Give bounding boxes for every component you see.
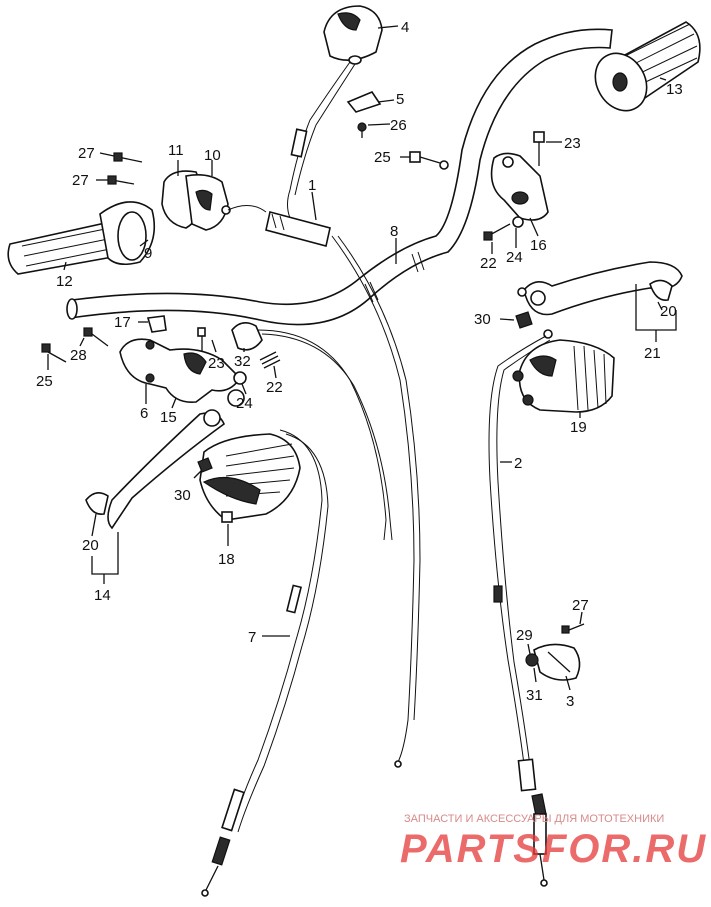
left-grip — [7, 201, 156, 275]
watermark: ЗАПЧАСТИ И АКСЕССУАРЫ ДЛЯ МОТОТЕХНИКИ PA… — [400, 813, 707, 871]
callout-28: 28 — [70, 347, 87, 364]
watermark-logo: PARTSFOR.RU — [400, 827, 707, 871]
bolt-25-lower — [41, 343, 67, 363]
screw-26 — [357, 122, 367, 138]
switch-wiring — [257, 329, 387, 541]
callout-30-lower: 30 — [174, 487, 191, 504]
callout-24-top: 24 — [506, 249, 523, 266]
callout-21: 21 — [644, 345, 661, 362]
right-grip — [594, 21, 701, 112]
callout-27-lower: 27 — [72, 172, 89, 189]
callout-30-upper: 30 — [474, 311, 491, 328]
left-switch-assembly — [199, 433, 301, 523]
cable-clip — [346, 91, 382, 113]
callout-11: 11 — [168, 142, 184, 159]
cap-17 — [146, 315, 167, 333]
watermark-tagline: ЗАПЧАСТИ И АКСЕССУАРЫ ДЛЯ МОТОТЕХНИКИ — [404, 813, 664, 825]
nut-24-lower — [233, 371, 247, 385]
clutch-lever — [107, 409, 225, 530]
throttle-tube — [265, 211, 331, 247]
callout-25-top: 25 — [374, 149, 391, 166]
nut-24-top — [512, 216, 524, 228]
callout-27-upper: 27 — [78, 145, 95, 162]
leader-lines — [47, 25, 677, 691]
nut-30-lower — [197, 457, 213, 473]
callout-22-top: 22 — [480, 255, 497, 272]
switch-housing-left — [161, 170, 231, 231]
callout-6: 6 — [140, 405, 148, 422]
callout-2: 2 — [514, 455, 522, 472]
brake-light-switch — [525, 643, 581, 681]
callout-26: 26 — [390, 117, 407, 134]
bolt-23-top — [533, 131, 545, 166]
lever-cover-20-upper — [649, 279, 673, 301]
callout-23-top: 23 — [564, 135, 581, 152]
speedometer-cable — [331, 235, 415, 763]
callout-23-lower: 23 — [208, 355, 225, 372]
callout-14: 14 — [94, 587, 111, 604]
callout-15: 15 — [160, 409, 177, 426]
lever-cover-20-lower — [85, 492, 109, 516]
front-brake-master-bracket — [490, 152, 549, 221]
callout-22-lower: 22 — [266, 379, 283, 396]
callout-9: 9 — [144, 245, 152, 262]
brake-cable — [488, 335, 547, 781]
bolt-28 — [83, 327, 109, 347]
callout-27-bottom: 27 — [572, 597, 589, 614]
bolt-25-top — [409, 151, 449, 170]
callout-25-lower: 25 — [36, 373, 53, 390]
handlebar — [66, 28, 613, 326]
screw-23-lower — [197, 327, 206, 352]
clutch-cable — [231, 429, 323, 831]
callout-7: 7 — [248, 629, 256, 646]
callout-4: 4 — [401, 19, 409, 36]
bolt-22-top — [483, 223, 511, 241]
right-switch-assembly — [512, 339, 615, 413]
front-brake-lever — [517, 261, 683, 316]
callout-3: 3 — [566, 693, 574, 710]
clamp-32 — [231, 322, 263, 351]
callout-labels: 4 5 26 13 23 25 27 27 11 10 1 8 9 12 22 … — [36, 19, 683, 710]
callout-29: 29 — [516, 627, 533, 644]
nut-30-upper — [515, 311, 533, 329]
callout-31: 31 — [526, 687, 543, 704]
callout-8: 8 — [390, 223, 398, 240]
callout-17: 17 — [114, 314, 131, 331]
screw-27-upper — [113, 152, 143, 163]
callout-24-lower: 24 — [236, 395, 253, 412]
spring-22-lower — [259, 351, 281, 369]
callout-20-upper: 20 — [660, 303, 677, 320]
callout-13: 13 — [666, 81, 683, 98]
callout-20-lower: 20 — [82, 537, 99, 554]
callout-32: 32 — [234, 353, 251, 370]
screw-27-bottom — [561, 623, 585, 634]
callout-5: 5 — [396, 91, 404, 108]
callout-16: 16 — [530, 237, 547, 254]
screw-27-lower — [107, 175, 135, 185]
callout-1: 1 — [308, 177, 316, 194]
callout-10: 10 — [204, 147, 221, 164]
callout-12: 12 — [56, 273, 73, 290]
throttle-housing — [323, 5, 383, 65]
clutch-lever-bracket — [119, 338, 245, 407]
callout-19: 19 — [570, 419, 587, 436]
callout-18: 18 — [218, 551, 235, 568]
